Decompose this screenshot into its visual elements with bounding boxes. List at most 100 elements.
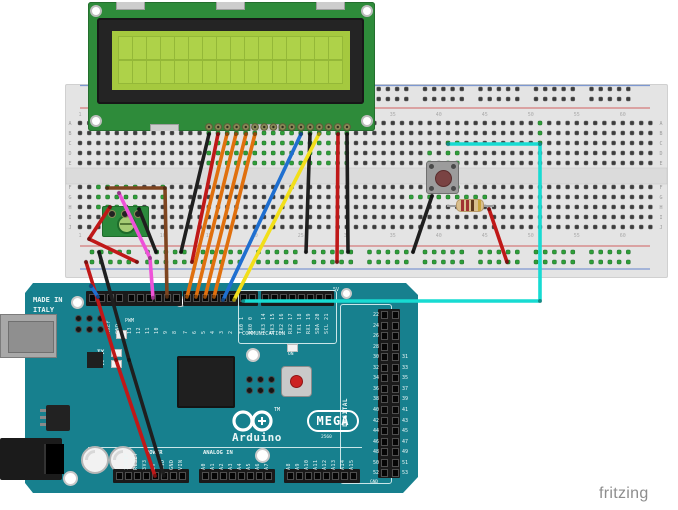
breadboard-hole <box>552 86 557 92</box>
pin-label: 33 <box>402 364 409 371</box>
breadboard-hole <box>565 184 570 190</box>
breadboard-hole <box>381 140 386 146</box>
column-number: 1 <box>78 233 81 239</box>
breadboard-hole <box>500 130 506 136</box>
breadboard-hole <box>418 214 423 220</box>
header-pin <box>248 294 256 302</box>
header-pin <box>201 472 209 480</box>
breadboard-hole <box>293 249 298 255</box>
breadboard-hole <box>86 140 92 146</box>
silk-line <box>88 447 362 448</box>
breadboard-hole <box>611 160 616 166</box>
breadboard-hole <box>570 259 576 265</box>
breadboard-hole <box>132 150 138 156</box>
header-pin <box>381 332 388 341</box>
breadboard-hole <box>77 150 83 156</box>
breadboard-hole <box>537 130 543 136</box>
breadboard-hole <box>142 194 147 200</box>
wire-pot-red-jumper <box>87 205 139 264</box>
header-pin <box>172 294 180 302</box>
breadboard-hole <box>482 184 488 190</box>
header-pin <box>97 294 105 302</box>
breadboard-hole <box>178 140 184 146</box>
breadboard-hole <box>353 130 359 136</box>
breadboard-hole <box>372 160 377 166</box>
header-pin <box>228 472 236 480</box>
breadboard-hole <box>270 140 276 146</box>
breadboard-hole <box>132 160 138 166</box>
breadboard-hole <box>528 160 534 166</box>
pin-label: 48 <box>372 449 379 456</box>
breadboard-hole <box>626 249 631 255</box>
breadboard-hole <box>464 160 469 166</box>
breadboard-hole <box>280 150 285 156</box>
header-pin <box>279 294 287 302</box>
breadboard-hole <box>528 150 534 156</box>
breadboard-hole <box>96 130 101 136</box>
pin-label: 30 <box>372 354 379 361</box>
header-pin <box>381 448 388 457</box>
breadboard-hole <box>399 194 405 200</box>
breadboard-hole <box>464 150 469 156</box>
breadboard-hole <box>418 120 423 126</box>
lcd-character-cell <box>188 60 203 84</box>
lcd-mount-hole <box>361 115 373 127</box>
breadboard-hole <box>620 160 626 166</box>
header-pin <box>392 458 399 467</box>
breadboard-hole <box>626 96 631 102</box>
breadboard-hole <box>399 160 405 166</box>
pin-label: 28 <box>372 343 379 350</box>
breadboard-hole <box>160 150 166 156</box>
breadboard-hole <box>427 140 432 146</box>
breadboard-hole <box>546 194 552 200</box>
breadboard-hole <box>500 120 506 126</box>
breadboard-hole <box>293 259 298 265</box>
header-strip <box>284 469 360 483</box>
breadboard-hole <box>436 150 442 156</box>
breadboard-hole <box>546 130 552 136</box>
breadboard-hole <box>478 86 483 92</box>
breadboard-hole <box>197 130 202 136</box>
lcd-character-cell <box>300 60 315 84</box>
breadboard-hole <box>151 204 156 210</box>
breadboard-hole <box>648 194 653 200</box>
breadboard-hole <box>298 224 304 230</box>
resistor-band <box>471 200 474 211</box>
breadboard-hole <box>96 160 101 166</box>
reset-button-cap <box>290 375 303 388</box>
pin-label: 35 <box>402 375 409 382</box>
row-letter: E <box>659 161 662 167</box>
breadboard-hole <box>399 150 405 156</box>
breadboard-hole <box>394 259 400 265</box>
capacitor <box>81 446 109 474</box>
row-letter: I <box>68 215 71 221</box>
breadboard-hole <box>96 214 101 220</box>
icsp-pin <box>256 386 264 394</box>
breadboard-hole <box>408 140 414 146</box>
breadboard-hole <box>178 224 184 230</box>
breadboard-hole <box>574 184 580 190</box>
breadboard-hole <box>616 86 622 92</box>
breadboard-hole <box>289 160 294 166</box>
breadboard-hole <box>519 120 524 126</box>
breadboard-hole <box>505 96 511 102</box>
pin-label: 52 <box>372 470 379 477</box>
breadboard-hole <box>583 204 589 210</box>
header-strip <box>113 469 189 483</box>
lcd-display <box>88 2 375 131</box>
usb-connector-opening <box>8 321 54 353</box>
breadboard-hole <box>556 214 561 220</box>
breadboard-hole <box>123 140 129 146</box>
breadboard-hole <box>436 194 442 200</box>
column-number: 60 <box>620 112 626 118</box>
lcd-character-cell <box>118 36 133 60</box>
breadboard-hole <box>151 140 156 146</box>
breadboard-hole <box>592 194 598 200</box>
breadboard-hole <box>616 96 622 102</box>
breadboard-hole <box>510 204 515 210</box>
breadboard-hole <box>473 160 478 166</box>
breadboard-hole <box>197 140 202 146</box>
breadboard-hole <box>270 204 276 210</box>
breadboard-hole <box>408 150 414 156</box>
breadboard-hole <box>445 224 451 230</box>
